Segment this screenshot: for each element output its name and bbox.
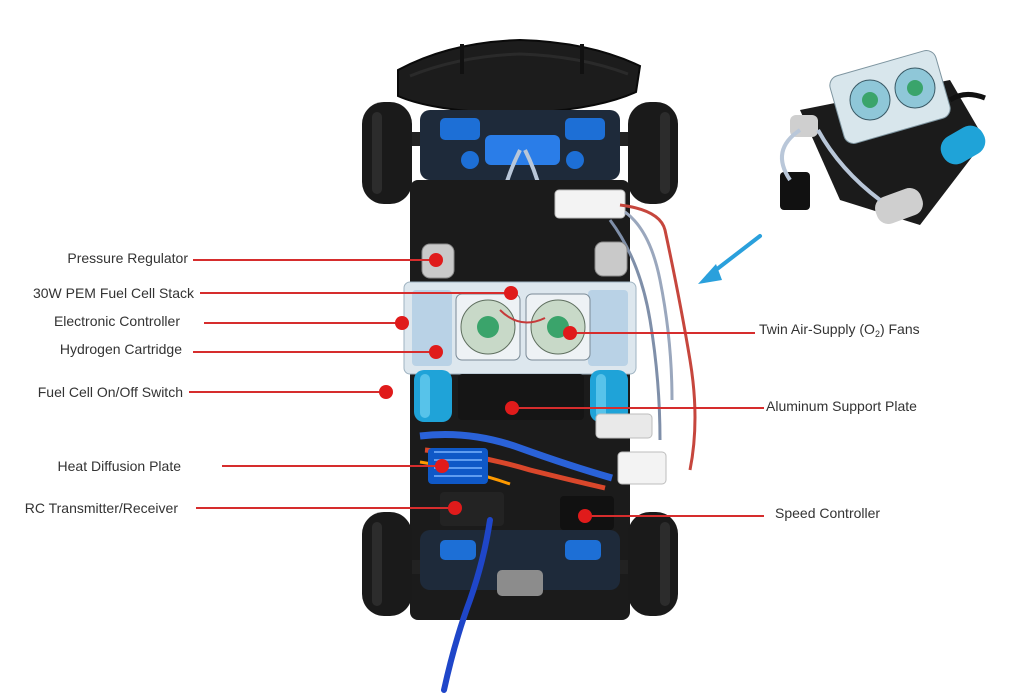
label-electronic-controller: Electronic Controller: [53, 313, 180, 329]
callout-dot-speed-controller: [578, 509, 592, 523]
rear-right-tire: [628, 512, 678, 616]
rc-receiver: [440, 492, 504, 526]
rc-car: [362, 38, 697, 693]
battery-connector: [617, 451, 667, 485]
label-speed-controller: Speed Controller: [775, 505, 881, 521]
label-twin-fans-suffix: ) Fans: [879, 321, 920, 337]
callout-dot-electronic-controller: [395, 316, 409, 330]
callout-dot-heat-diffusion: [435, 459, 449, 473]
front-spoiler: [397, 38, 642, 113]
callout-dot-aluminum-plate: [505, 401, 519, 415]
callout-dot-rc-transmitter: [448, 501, 462, 515]
callout-dot-hydrogen-cartridge: [429, 345, 443, 359]
power-connector: [554, 189, 626, 219]
label-twin-fans: Twin Air-Supply (O2) Fans: [759, 321, 920, 342]
hydrogen-cartridge-left: [414, 370, 452, 422]
blue-pointer-arrow: [698, 234, 762, 284]
label-twin-fans-prefix: Twin Air-Supply (O: [759, 321, 875, 337]
callout-dot-twin-fans: [563, 326, 577, 340]
callout-dot-pressure-regulator: [429, 253, 443, 267]
rear-left-tire: [362, 512, 412, 616]
label-twin-fans-sub: 2: [874, 329, 880, 339]
antenna-right: [580, 44, 584, 74]
label-fuel-cell-stack: 30W PEM Fuel Cell Stack: [32, 285, 194, 301]
front-left-tire: [362, 102, 412, 204]
label-heat-diffusion-plate: Heat Diffusion Plate: [57, 458, 181, 474]
fuel-cell-module-inset: [780, 50, 986, 225]
callout-dots: [379, 253, 592, 523]
front-right-tire: [628, 102, 678, 204]
callout-dot-on-off-switch: [379, 385, 393, 399]
callout-dot-fuel-cell-stack: [504, 286, 518, 300]
label-hydrogen-cartridge: Hydrogen Cartridge: [59, 341, 182, 357]
callout-lines: [189, 259, 764, 517]
aluminum-support-plate: [458, 374, 584, 420]
label-on-off-switch: Fuel Cell On/Off Switch: [37, 384, 183, 400]
antenna-left: [460, 44, 464, 74]
label-aluminum-plate: Aluminum Support Plate: [766, 398, 917, 414]
antenna-tube: [441, 517, 493, 693]
label-pressure-regulator: Pressure Regulator: [67, 250, 188, 266]
label-rc-transmitter: RC Transmitter/Receiver: [24, 500, 178, 516]
